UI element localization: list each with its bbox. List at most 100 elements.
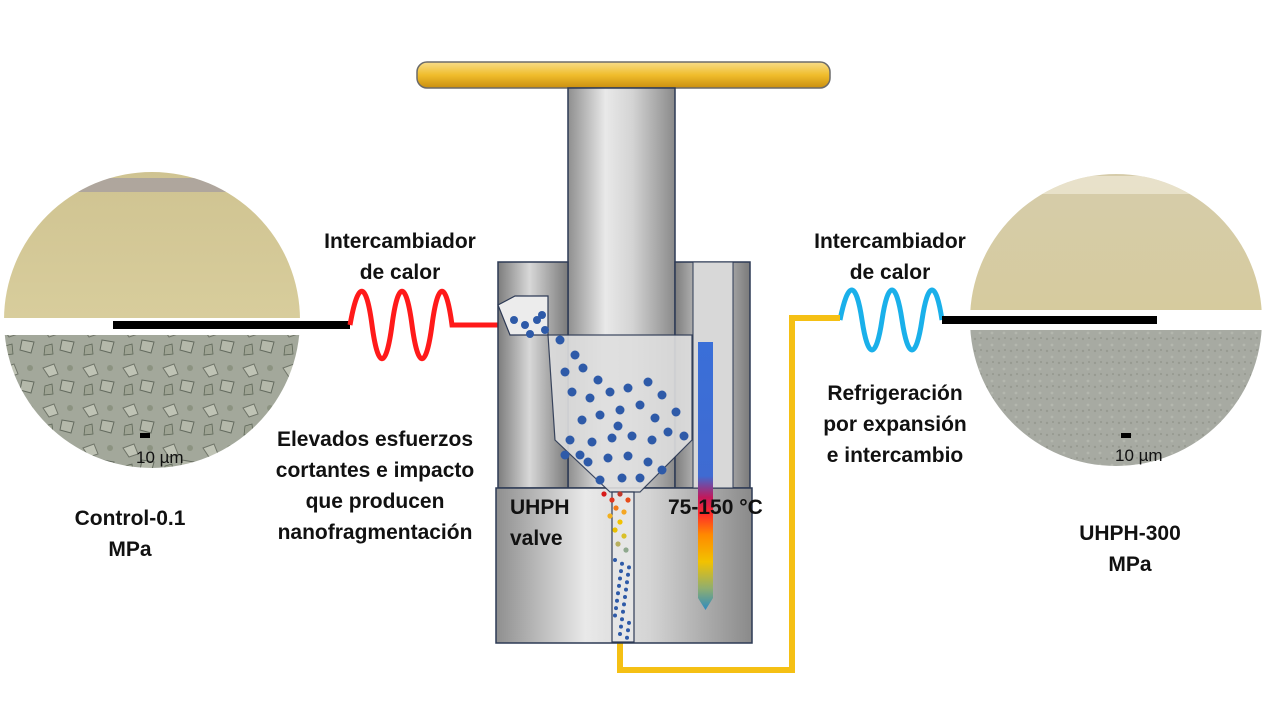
outlet-heat-exchanger-line1: Intercambiador xyxy=(814,230,966,253)
particle xyxy=(521,321,529,329)
particle xyxy=(620,617,624,622)
particle xyxy=(626,628,630,633)
particle xyxy=(657,390,667,400)
shear-note-line3: que producen xyxy=(305,490,445,513)
particle xyxy=(622,602,626,607)
particle xyxy=(583,457,593,467)
particle xyxy=(615,541,621,547)
thermometer-icon xyxy=(698,342,713,610)
particle xyxy=(613,505,619,511)
particle xyxy=(621,509,627,515)
particle xyxy=(625,580,629,585)
left-caption-line1: Control-0.1 xyxy=(74,507,186,530)
inlet-heat-exchanger-label: Intercambiador de calor xyxy=(300,226,500,288)
particle xyxy=(625,635,629,640)
particle xyxy=(650,413,660,423)
shear-note-line1: Elevados esfuerzos xyxy=(276,428,474,451)
cooling-note-line1: Refrigeración xyxy=(827,382,963,405)
particle xyxy=(613,558,617,562)
particle xyxy=(567,387,577,397)
particle xyxy=(643,457,653,467)
particle xyxy=(621,533,627,539)
particle xyxy=(533,316,541,324)
right-scale-bar xyxy=(1121,433,1131,438)
particle xyxy=(619,569,623,574)
particle xyxy=(609,497,615,503)
particle xyxy=(593,375,603,385)
shear-note: Elevados esfuerzos cortantes e impacto q… xyxy=(250,424,500,548)
particle xyxy=(657,465,667,475)
particle xyxy=(615,405,625,415)
outlet-heat-exchanger-line2: de calor xyxy=(849,261,931,284)
particle xyxy=(603,453,613,463)
particle xyxy=(635,400,645,410)
particle xyxy=(618,632,622,636)
cooling-note-line3: e intercambio xyxy=(826,444,964,467)
cooling-note-line2: por expansión xyxy=(823,413,967,436)
left-sample-caption: Control-0.1 MPa xyxy=(50,503,210,565)
particle xyxy=(623,451,633,461)
inlet-heat-exchanger-line2: de calor xyxy=(359,261,441,284)
right-scale-label: 10 µm xyxy=(1115,446,1163,465)
particle xyxy=(607,433,617,443)
particle xyxy=(627,620,631,625)
particle xyxy=(605,387,615,397)
particle xyxy=(612,527,618,533)
particle xyxy=(619,624,623,629)
particle xyxy=(578,363,588,373)
right-caption-line1: UHPH-300 xyxy=(1079,522,1181,545)
cooling-note: Refrigeración por expansión e intercambi… xyxy=(800,378,990,471)
particle xyxy=(627,565,631,570)
shear-note-line4: nanofragmentación xyxy=(277,521,473,544)
particle xyxy=(587,437,597,447)
outlet-heat-exchanger-coil-icon xyxy=(837,287,945,353)
left-scale-bar xyxy=(140,433,150,438)
particle xyxy=(555,335,565,345)
outlet-heat-exchanger-label: Intercambiador de calor xyxy=(790,226,990,288)
right-sample-image xyxy=(970,174,1262,466)
particle xyxy=(560,450,570,460)
particle xyxy=(643,377,653,387)
particle xyxy=(595,475,605,485)
shear-note-line2: cortantes e impacto xyxy=(275,459,475,482)
particle xyxy=(616,591,620,596)
heated-product-pipe xyxy=(617,315,840,673)
particle xyxy=(617,519,623,525)
particle xyxy=(601,491,607,497)
particle xyxy=(663,427,673,437)
particle xyxy=(627,431,637,441)
particle xyxy=(538,311,546,319)
particle xyxy=(595,410,605,420)
inlet-heat-exchanger-line1: Intercambiador xyxy=(324,230,476,253)
particle xyxy=(626,572,630,577)
particle xyxy=(623,595,627,599)
valve-handle xyxy=(416,61,831,89)
particle xyxy=(671,407,681,417)
particle xyxy=(560,367,570,377)
particle-flow xyxy=(510,311,689,640)
particle xyxy=(625,497,631,503)
particle xyxy=(510,316,518,324)
left-emulsion-photo xyxy=(4,172,300,318)
particle xyxy=(613,421,623,431)
particle xyxy=(621,609,625,614)
valve-label-line2: valve xyxy=(510,527,563,550)
valve-label: UHPH valve xyxy=(510,492,590,554)
particle xyxy=(617,473,627,483)
particle xyxy=(617,491,623,497)
particle xyxy=(526,330,534,338)
particle xyxy=(617,583,621,588)
particle xyxy=(541,326,549,334)
inlet-heat-exchanger-coil-icon xyxy=(347,288,505,362)
particle xyxy=(647,435,657,445)
particle xyxy=(623,383,633,393)
particle xyxy=(614,606,618,611)
left-scale-label: 10 µm xyxy=(136,448,184,467)
particle xyxy=(620,561,624,566)
valve-label-line1: UHPH xyxy=(510,496,570,519)
right-sample-caption: UHPH-300 MPa xyxy=(1050,518,1210,580)
particle xyxy=(635,473,645,483)
particle xyxy=(613,613,617,618)
particle xyxy=(615,598,619,603)
